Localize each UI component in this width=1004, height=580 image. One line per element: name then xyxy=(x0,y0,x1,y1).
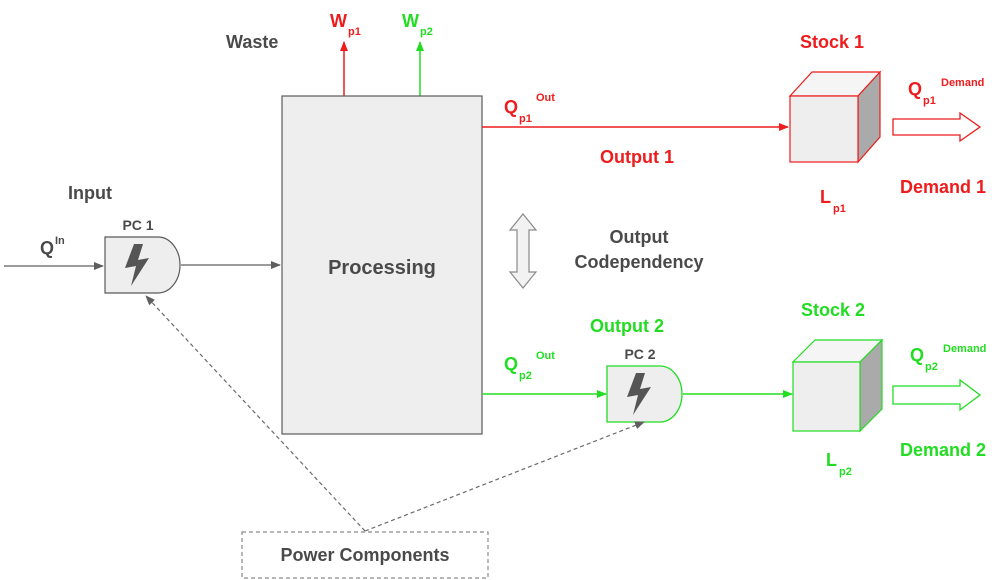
q-in-main: Q xyxy=(40,238,54,258)
pc1-label: PC 1 xyxy=(122,217,153,233)
waste-p1-main: W xyxy=(330,11,347,31)
power-to-pc2-arrow xyxy=(364,421,645,532)
input-label: Input xyxy=(68,183,112,203)
q-p2-demand-label: Q p2 Demand xyxy=(910,343,986,373)
waste-p2-main: W xyxy=(402,11,419,31)
l-p2-sub: p2 xyxy=(839,466,852,478)
q-p2-out-label: Q p2 Out xyxy=(504,350,555,382)
double-arrow-icon xyxy=(508,213,538,289)
q-p1-out-sub: p1 xyxy=(519,113,532,125)
q-p2-demand-main: Q xyxy=(910,345,924,365)
waste-p2-sub: p2 xyxy=(420,26,433,38)
l-p1-sub: p1 xyxy=(833,203,846,215)
stock1-label: Stock 1 xyxy=(800,32,864,52)
output2-label: Output 2 xyxy=(590,316,664,336)
lightning-bolt-icon xyxy=(627,373,651,415)
power-components-label: Power Components xyxy=(280,545,449,565)
codependency-label-line2: Codependency xyxy=(574,252,703,272)
power-to-pc1-arrow xyxy=(145,295,366,532)
processing-box xyxy=(281,95,483,435)
q-p1-demand-main: Q xyxy=(908,79,922,99)
q-p2-demand-sub: p2 xyxy=(925,361,938,373)
waste-p1-label: W p1 xyxy=(330,11,361,38)
q-p2-out-main: Q xyxy=(504,354,518,374)
q-p2-demand-sup: Demand xyxy=(943,343,986,355)
waste-p1-sub: p1 xyxy=(348,26,361,38)
demand1-arrow xyxy=(892,111,982,143)
stock1-cube xyxy=(788,70,882,164)
power-components-box xyxy=(241,531,489,579)
lightning-bolt-icon xyxy=(125,244,149,286)
demand2-label: Demand 2 xyxy=(900,440,986,460)
q-p1-demand-label: Q p1 Demand xyxy=(908,77,984,107)
output1-label: Output 1 xyxy=(600,147,674,167)
stock2-label: Stock 2 xyxy=(801,300,865,320)
q-in-sup: In xyxy=(55,235,65,247)
pc2-label: PC 2 xyxy=(624,346,655,362)
q-p1-out-sup: Out xyxy=(536,92,555,104)
l-p2-main: L xyxy=(826,450,837,470)
waste-p2-label: W p2 xyxy=(402,11,433,38)
q-p1-out-label: Q p1 Out xyxy=(504,92,555,125)
codependency-label-line1: Output xyxy=(610,227,669,247)
q-p2-out-sub: p2 xyxy=(519,370,532,382)
waste-label: Waste xyxy=(226,32,278,52)
demand1-label: Demand 1 xyxy=(900,177,986,197)
q-in-label: Q In xyxy=(40,235,65,258)
q-p2-out-sup: Out xyxy=(536,350,555,362)
l-p1-main: L xyxy=(820,187,831,207)
q-p1-demand-sub: p1 xyxy=(923,95,936,107)
stock2-cube xyxy=(791,338,884,433)
l-p2-label: L p2 xyxy=(826,450,852,478)
processing-label: Processing xyxy=(328,257,436,279)
l-p1-label: L p1 xyxy=(820,187,846,215)
q-p1-demand-sup: Demand xyxy=(941,77,984,89)
q-p1-out-main: Q xyxy=(504,97,518,117)
demand2-arrow xyxy=(892,378,982,412)
